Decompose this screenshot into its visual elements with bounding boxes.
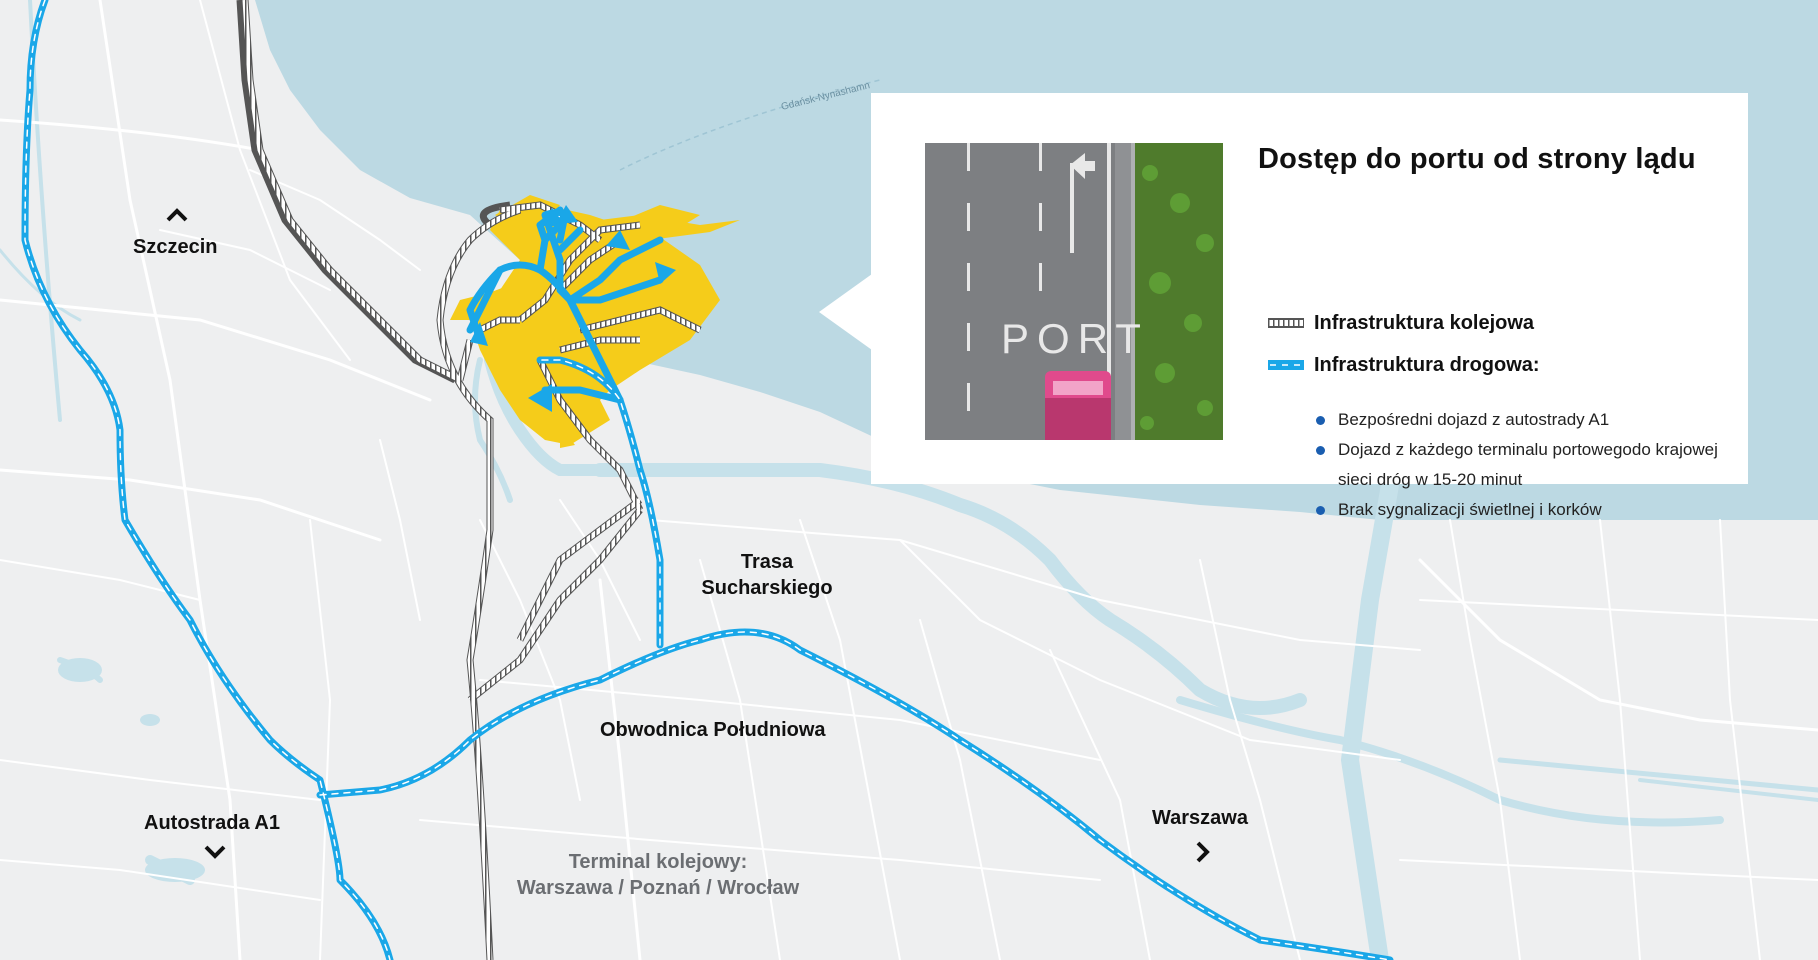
list-item: Dojazd z każdego terminalu portowegodo k… xyxy=(1314,435,1724,495)
benefits-list: Bezpośredni dojazd z autostrady A1 Dojaz… xyxy=(1314,313,1724,525)
panel-title: Dostęp do portu od strony lądu xyxy=(1258,143,1696,175)
ferry-route xyxy=(619,79,881,171)
map-label-terminal: Terminal kolejowy: Warszawa / Poznań / W… xyxy=(508,849,808,901)
map-label-szczecin: Szczecin xyxy=(133,236,218,258)
map-label-obwodnica: Obwodnica Południowa xyxy=(600,719,826,741)
map-label-warszawa: Warszawa xyxy=(1152,807,1248,829)
terminal-line-2: Warszawa / Poznań / Wrocław xyxy=(516,877,800,899)
panel-pointer xyxy=(819,274,872,350)
lake xyxy=(58,658,102,682)
lake xyxy=(140,714,160,726)
legend-road: Infrastruktura drogowa: xyxy=(1268,351,1540,379)
info-panel: PORT Dostęp do portu od strony lądu Infr… xyxy=(871,93,1748,519)
road-legend-icon xyxy=(1268,360,1304,370)
trasa-line-2: Sucharskiego xyxy=(701,577,833,599)
chevron-right-icon xyxy=(1196,841,1210,863)
rail-legend-icon xyxy=(1268,318,1304,328)
map-label-trasa-sucharskiego: Trasa Sucharskiego xyxy=(697,549,837,601)
bullet-dot-icon xyxy=(1316,506,1325,515)
legend-rail: Infrastruktura kolejowa xyxy=(1268,309,1534,337)
bullet-text: Bezpośredni dojazd z autostrady A1 xyxy=(1338,410,1610,429)
legend-road-label: Infrastruktura drogowa: xyxy=(1314,353,1540,376)
bullet-dot-icon xyxy=(1316,446,1325,455)
map-label-a1: Autostrada A1 xyxy=(144,812,280,834)
bullet-dot-icon xyxy=(1316,416,1325,425)
chevron-up-icon xyxy=(166,208,188,222)
photo-road-text: PORT xyxy=(1001,315,1149,362)
list-item: Brak sygnalizacji świetlnej i korków xyxy=(1314,495,1724,525)
terminal-line-1: Terminal kolejowy: xyxy=(568,851,748,873)
legend-rail-label: Infrastruktura kolejowa xyxy=(1314,311,1535,334)
chevron-down-icon xyxy=(204,845,226,859)
trasa-line-1: Trasa xyxy=(740,551,794,573)
bullet-text: Brak sygnalizacji świetlnej i korków xyxy=(1338,500,1602,519)
road-infrastructure xyxy=(21,0,1394,960)
rail-infrastructure xyxy=(236,0,702,960)
bullet-text: Dojazd z każdego terminalu portowegodo k… xyxy=(1338,440,1718,489)
port-road-photo: PORT xyxy=(925,143,1223,440)
list-item: Bezpośredni dojazd z autostrady A1 xyxy=(1314,405,1724,435)
